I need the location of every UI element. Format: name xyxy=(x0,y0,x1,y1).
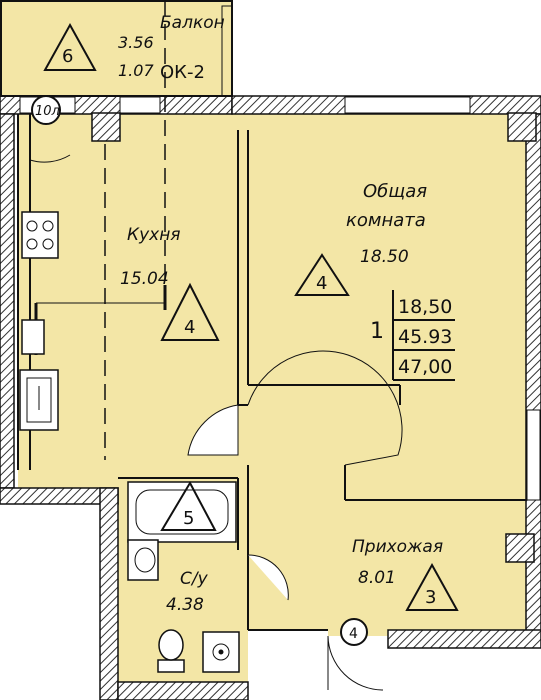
sink-icon xyxy=(19,369,59,431)
column-icon xyxy=(91,112,121,142)
kitchen-name: Кухня xyxy=(127,225,181,245)
balcony-window-code: ОК-2 xyxy=(160,62,205,83)
columns xyxy=(91,112,537,563)
summary-total-area: 45.93 xyxy=(398,326,452,348)
interior-walls xyxy=(17,114,526,631)
marker-bathroom xyxy=(160,480,217,531)
labels: Балкон 3.56 1.07 ОК-2 6 10л Кухня 15.04 … xyxy=(35,13,452,642)
hallway-area: 8.01 xyxy=(358,568,396,588)
window-living xyxy=(344,96,471,114)
entry-marker: 4 xyxy=(349,626,358,642)
wall-left xyxy=(0,113,15,489)
door-swing-icon xyxy=(247,554,289,601)
summary-rooms: 1 xyxy=(370,319,384,344)
balcony-name: Балкон xyxy=(160,13,225,33)
balcony-floor xyxy=(0,0,232,96)
column-icon xyxy=(505,533,535,563)
marker-entry xyxy=(340,618,368,646)
summary-total-with-balcony: 47,00 xyxy=(398,356,452,378)
balcony-area-a: 3.56 xyxy=(118,33,154,52)
marker-living xyxy=(294,253,350,296)
toilet-icon xyxy=(157,629,185,673)
corner-marker: 10л xyxy=(35,104,60,119)
washbasin-icon xyxy=(127,539,159,581)
door-swing-icon xyxy=(29,154,71,163)
balcony-area-b: 1.07 xyxy=(118,61,154,80)
living-name-line1: Общая xyxy=(363,181,427,202)
wall-bottom xyxy=(117,681,249,700)
shower-drain-icon xyxy=(202,631,240,673)
window-kitchen xyxy=(119,96,161,114)
marker-corner xyxy=(31,95,61,125)
counter xyxy=(21,319,45,355)
marker-kitchen xyxy=(160,282,220,341)
marker-balcony xyxy=(43,22,97,71)
living-marker: 4 xyxy=(316,273,327,294)
door-swing-icon xyxy=(187,404,239,456)
wall-bottom-right xyxy=(387,629,541,649)
hallway-name: Прихожая xyxy=(352,537,443,557)
stove-icon xyxy=(21,211,59,259)
wall-stair-side xyxy=(99,487,119,700)
bathroom-area: 4.38 xyxy=(166,595,204,615)
door-swings xyxy=(29,154,403,691)
balcony-marker: 6 xyxy=(62,46,73,67)
balcony xyxy=(0,0,233,97)
column-icon xyxy=(507,112,537,142)
door-swing-icon xyxy=(247,350,403,466)
summary-living-area: 18,50 xyxy=(398,296,452,318)
window-right xyxy=(526,409,541,501)
kitchen-area: 15.04 xyxy=(120,269,169,289)
living-name-line2: комната xyxy=(346,210,426,231)
marker-hallway xyxy=(405,562,459,611)
windows xyxy=(19,96,541,501)
bathroom-marker: 5 xyxy=(183,508,194,529)
door-swing-icon xyxy=(327,635,384,691)
room-markers xyxy=(31,22,459,646)
bathroom-fixtures xyxy=(127,481,240,673)
bathtub-icon xyxy=(127,481,237,543)
kitchen-fixtures xyxy=(19,211,59,431)
axis-dashes xyxy=(104,0,166,460)
kitchen-marker: 4 xyxy=(184,317,195,338)
bathroom-name: С/у xyxy=(180,569,209,589)
living-area: 18.50 xyxy=(360,247,409,267)
summary-table xyxy=(392,290,455,381)
hallway-marker: 3 xyxy=(425,587,436,608)
balcony-rail xyxy=(221,5,233,97)
